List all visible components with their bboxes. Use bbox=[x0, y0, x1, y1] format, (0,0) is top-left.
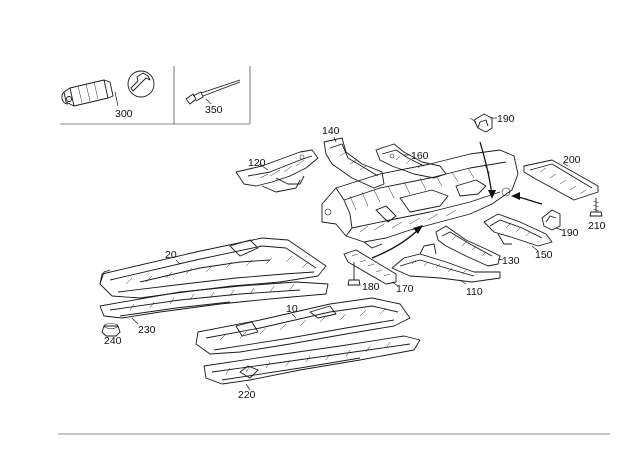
part-190-top bbox=[469, 113, 493, 133]
callout-220: 220 bbox=[238, 389, 256, 401]
callout-300: 300 bbox=[115, 108, 133, 120]
leader-20 bbox=[175, 259, 181, 265]
callout-170: 170 bbox=[396, 283, 414, 295]
callout-190a: 190 bbox=[497, 113, 515, 125]
part-140 bbox=[323, 137, 385, 189]
leader-140 bbox=[333, 136, 337, 143]
leader-10 bbox=[291, 313, 297, 319]
callout-120: 120 bbox=[248, 157, 266, 169]
leader-110 bbox=[459, 279, 467, 285]
part-230 bbox=[99, 281, 329, 319]
callout-150: 150 bbox=[535, 249, 553, 261]
part-20 bbox=[99, 237, 327, 299]
part-190-right bbox=[541, 209, 561, 231]
callout-190b: 190 bbox=[561, 227, 579, 239]
leader-350 bbox=[205, 98, 212, 105]
part-130 bbox=[435, 225, 501, 267]
part-200 bbox=[523, 159, 599, 201]
sealant-tube-icon bbox=[61, 79, 114, 107]
leader-200 bbox=[562, 162, 569, 167]
leader-220 bbox=[245, 383, 251, 391]
part-110 bbox=[391, 243, 501, 283]
callout-20: 20 bbox=[165, 249, 177, 261]
callout-160: 160 bbox=[411, 150, 429, 162]
leader-150 bbox=[531, 245, 539, 252]
arrow-180-to-main bbox=[371, 227, 421, 259]
main-floor-center bbox=[321, 149, 519, 249]
part-180 bbox=[343, 249, 397, 286]
callout-200: 200 bbox=[563, 154, 581, 166]
part-220 bbox=[203, 335, 421, 385]
part-150 bbox=[483, 213, 553, 247]
arrowhead-180 bbox=[413, 225, 423, 234]
leader-300 bbox=[114, 91, 119, 107]
part-240 bbox=[101, 323, 121, 337]
wrench-icon bbox=[127, 70, 155, 98]
callout-240: 240 bbox=[104, 335, 122, 347]
arrowhead-190b bbox=[511, 192, 520, 200]
part-210 bbox=[589, 198, 603, 217]
callout-10: 10 bbox=[286, 303, 298, 315]
part-10 bbox=[195, 297, 411, 355]
leader-190b bbox=[555, 227, 563, 231]
leader-120 bbox=[258, 163, 269, 171]
callout-350: 350 bbox=[205, 104, 223, 116]
accessory-box bbox=[60, 66, 251, 125]
callout-180: 180 bbox=[362, 281, 380, 293]
part-120 bbox=[235, 149, 319, 193]
rivet-icon bbox=[185, 79, 241, 105]
callout-230: 230 bbox=[138, 324, 156, 336]
callout-210: 210 bbox=[588, 220, 606, 232]
leader-230 bbox=[131, 317, 139, 325]
leader-170 bbox=[391, 281, 399, 287]
leader-130 bbox=[497, 258, 504, 261]
callout-140: 140 bbox=[322, 125, 340, 137]
callout-130: 130 bbox=[502, 255, 520, 267]
callout-110: 110 bbox=[466, 286, 483, 298]
arrowhead-190 bbox=[488, 190, 496, 199]
arrow-190-to-main bbox=[479, 141, 493, 197]
